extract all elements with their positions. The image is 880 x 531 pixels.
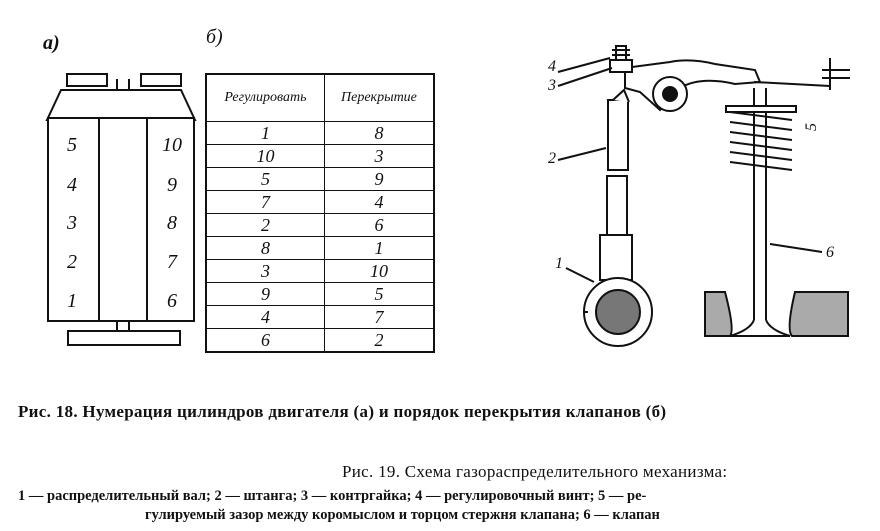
rocker-arm [624, 59, 762, 112]
block-top-shaft [116, 79, 130, 91]
block-crank-column [98, 117, 148, 322]
fig19-caption-line2: гулируемый зазор между коромыслом и торц… [145, 507, 660, 523]
table-cell: 5 [323, 282, 435, 306]
cylinder-column-right: 10 9 8 7 6 [148, 122, 196, 320]
block-bottom-flange [67, 330, 181, 346]
table-cell: 9 [205, 282, 325, 306]
table-cell: 2 [323, 328, 435, 353]
cylinder-number: 6 [167, 289, 177, 312]
cylinder-number: 7 [167, 250, 177, 273]
fig18-label-b: б) [206, 26, 223, 48]
table-cell: 8 [323, 121, 435, 145]
spring-retainer [725, 105, 797, 113]
block-body [47, 117, 195, 322]
fig19-caption-title: Рис. 19. Схема газораспределительного ме… [342, 462, 728, 481]
cylinder-number: 8 [167, 211, 177, 234]
cylinder-number: 1 [67, 289, 77, 312]
cylinder-column-left: 5 4 3 2 1 [48, 122, 98, 320]
tappet [599, 234, 633, 281]
push-rod-top [607, 99, 629, 171]
table-cell: 3 [323, 144, 435, 168]
callout-3: 3 [548, 77, 556, 94]
cylinder-number: 4 [67, 173, 77, 196]
cylinder-head-section [704, 291, 849, 337]
table-cell: 3 [205, 259, 325, 283]
table-cell: 2 [205, 213, 325, 237]
fig18-label-a: а) [43, 32, 60, 54]
table-cell: 1 [205, 121, 325, 145]
table-cell: 10 [323, 259, 435, 283]
valve-spring [729, 111, 793, 171]
fig19-caption-line1: 1 — распределительный вал; 2 — штанга; 3… [18, 488, 647, 504]
valve-mechanism-diagram [557, 45, 850, 347]
push-rod-bottom [606, 175, 628, 236]
cylinder-number: 2 [67, 250, 77, 273]
column-header-adjust: Регулировать [205, 73, 325, 122]
cylinder-number: 10 [162, 133, 182, 156]
table-cell: 7 [323, 305, 435, 329]
callout-5: 5 [803, 123, 820, 131]
valve-head [729, 319, 791, 337]
cylinder-number: 3 [67, 211, 77, 234]
table-cell: 5 [205, 167, 325, 191]
table-cell: 4 [323, 190, 435, 214]
table-cell: 10 [205, 144, 325, 168]
block-bottom-shaft [116, 320, 130, 330]
locknut [609, 59, 633, 73]
fig18-caption-text: Рис. 18. Нумерация цилиндров двигателя (… [18, 402, 667, 421]
table-cell: 1 [323, 236, 435, 260]
callout-6: 6 [826, 244, 834, 261]
table-cell: 6 [323, 213, 435, 237]
fig18-caption: Рис. 18. Нумерация цилиндров двигателя (… [18, 402, 863, 422]
cylinder-number: 9 [167, 173, 177, 196]
cylinder-number: 5 [67, 133, 77, 156]
table-cell: 9 [323, 167, 435, 191]
callout-4: 4 [548, 58, 556, 75]
table-cell: 7 [205, 190, 325, 214]
block-top-pulley-left [66, 73, 108, 87]
block-head-shape [45, 89, 197, 121]
table-header-row: Регулировать Перекрытие [205, 73, 435, 122]
table-cell: 8 [205, 236, 325, 260]
column-header-overlap: Перекрытие [323, 73, 435, 122]
callout-1: 1 [555, 255, 563, 272]
table-cell: 6 [205, 328, 325, 353]
block-top-pulley-right [140, 73, 182, 87]
table-cell: 4 [205, 305, 325, 329]
callout-2: 2 [548, 150, 556, 167]
